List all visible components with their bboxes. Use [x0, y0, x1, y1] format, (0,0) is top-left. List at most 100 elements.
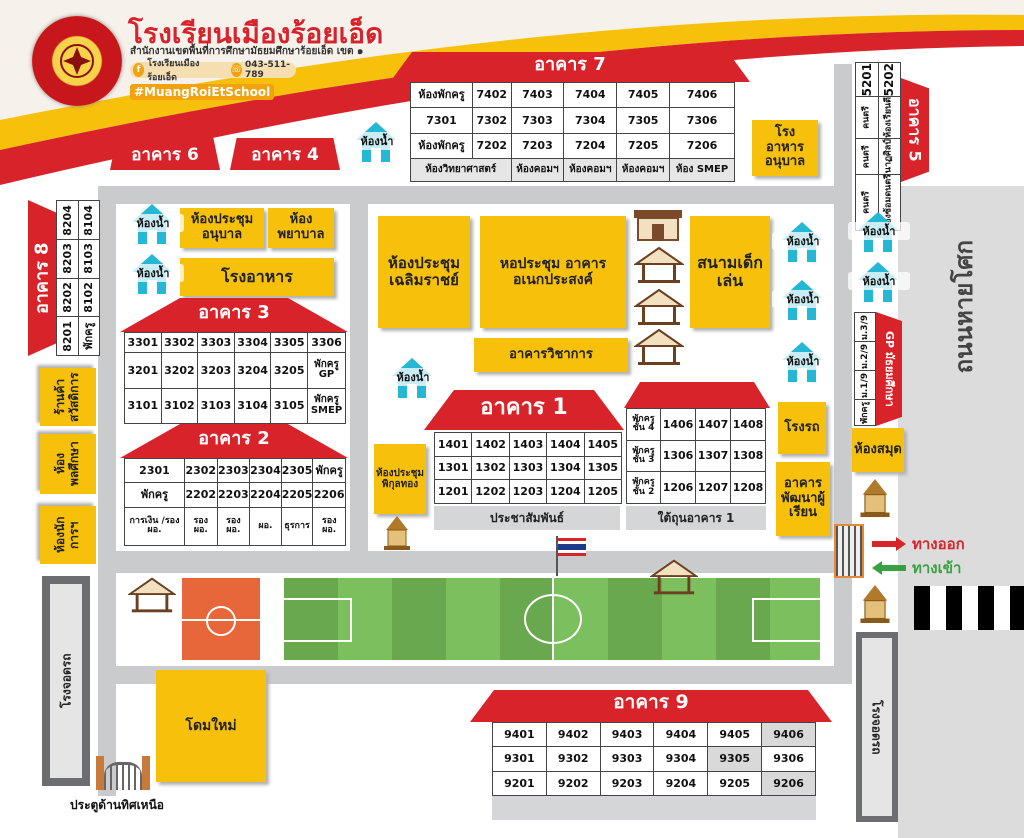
school-subtitle: สำนักงานเขตพื้นที่การศึกษามัธยมศึกษาร้อย…	[130, 46, 364, 57]
room-cell: 1206	[660, 471, 696, 504]
restroom-icon: ห้องน้ำ	[346, 120, 408, 164]
building-3-name: อาคาร 3	[198, 302, 270, 323]
room-cell: 7406	[669, 81, 735, 109]
library: ห้องสมุด	[852, 428, 904, 472]
room-cell: 3104	[233, 387, 272, 425]
road-center	[350, 186, 368, 572]
room-cell: 9406	[761, 721, 816, 748]
basketball-court	[180, 576, 262, 662]
room-cell: คนตรี	[855, 96, 878, 139]
room-cell: 9306	[761, 746, 816, 772]
flag-icon	[556, 536, 588, 586]
room-cell: 9201	[492, 770, 547, 797]
academic-building: อาคารวิชาการ	[474, 338, 628, 372]
shrine-icon	[384, 516, 410, 550]
room-cell: นาฏศิลป์	[878, 138, 901, 175]
chalermraj-meeting-room: ห้องประชุมเฉลิมราชย์	[378, 216, 470, 328]
north-gate-icon	[96, 752, 150, 790]
room-cell: ห้องคอมฯ	[510, 157, 565, 183]
learner-dev-building: อาคารพัฒนาผู้เรียน	[776, 462, 830, 536]
room-cell: พักครู ชั้น 4	[626, 408, 661, 441]
exit-label: ทางออก	[912, 535, 965, 553]
room-cell: 9203	[599, 770, 655, 797]
room-cell: 8103	[78, 239, 100, 278]
room-cell: 9205	[707, 770, 763, 797]
room-cell: 7203	[510, 132, 565, 159]
building-3-roof: อาคาร 3	[120, 298, 348, 332]
gp-office-rooms: ม.3/9 ม.2/9 ม.1/9 พักครู	[854, 312, 876, 426]
room-cell: พักครู	[124, 482, 185, 508]
pavilion-icon	[650, 559, 698, 595]
room-cell: 3301	[124, 331, 162, 354]
facebook-icon: f	[133, 63, 145, 77]
cafeteria: โรงอาหาร	[180, 258, 334, 296]
room-cell: ห้องวิทยาศาสตร์	[410, 157, 512, 183]
room-cell: 3204	[233, 352, 272, 389]
room-cell: 8102	[78, 278, 100, 317]
room-cell: 1307	[695, 439, 731, 473]
student-affairs-room: ห้องนักการฯ	[40, 506, 96, 564]
building-9-footer	[492, 796, 816, 820]
room-cell: 3203	[197, 352, 235, 389]
room-cell: 3303	[197, 331, 235, 354]
main-road	[898, 186, 1024, 838]
room-cell: 7303	[510, 107, 565, 134]
nurse-room: ห้องพยาบาล	[268, 208, 334, 248]
building-8-name: อาคาร 8	[28, 200, 56, 356]
room-cell: 8204	[56, 200, 78, 240]
restroom-icon: ห้องน้ำ	[772, 340, 834, 384]
room-cell: 1303	[508, 455, 548, 481]
parking-right: โรงจอดรถ	[856, 632, 898, 822]
playground: สนามเด็กเล่น	[690, 216, 770, 328]
kindergarten-cafeteria: โรงอาหารอนุบาล	[752, 120, 818, 176]
header-banner	[0, 0, 1024, 185]
room-cell: 7305	[616, 107, 671, 134]
shrine-icon	[860, 585, 890, 623]
building-1-roof: อาคาร 1	[424, 390, 624, 430]
kindergarten-meeting-room: ห้องประชุมอนุบาล	[180, 208, 264, 248]
room-cell: 7205	[616, 132, 671, 159]
room-cell: 9303	[599, 746, 655, 772]
building-6: อาคาร 6	[110, 138, 220, 170]
room-cell: 2303	[216, 457, 251, 484]
room-cell: 7306	[669, 107, 735, 134]
room-cell: พักครู	[854, 399, 876, 426]
room-cell: 2205	[280, 482, 314, 508]
road-name: ถนนหายโศก	[950, 240, 978, 374]
room-cell: ม.2/9	[854, 341, 876, 371]
restroom-icon: ห้องน้ำ	[772, 278, 834, 322]
welfare-shop: ร้านค้าสวัสดิการ	[40, 368, 96, 426]
facebook-label[interactable]: โรงเรียนเมืองร้อยเอ็ด	[147, 59, 200, 83]
restroom-icon: ห้องน้ำ	[848, 260, 910, 304]
school-seal-logo	[32, 16, 122, 106]
road-left	[98, 186, 116, 796]
room-cell: 7403	[510, 81, 565, 109]
room-cell: 1306	[660, 439, 696, 473]
room-cell: 3306	[307, 331, 346, 354]
hashtag: #MuangRoiEtSchool	[130, 84, 275, 100]
room-cell: 7404	[563, 81, 618, 109]
room-cell: 1301	[433, 455, 473, 481]
room-cell: 1401	[433, 432, 473, 457]
room-cell: 1308	[730, 439, 766, 473]
building-5-name: อาคาร 5	[901, 78, 929, 182]
room-cell: 8104	[78, 200, 100, 240]
room-cell: 9305	[707, 746, 763, 772]
room-cell: ผอ.	[249, 506, 282, 547]
room-cell: 7301	[410, 107, 473, 134]
shrine-icon	[860, 479, 890, 517]
room-cell: 9402	[545, 721, 601, 748]
room-cell: ห้องคอมฯ	[563, 157, 618, 183]
room-cell: 1205	[583, 479, 623, 504]
room-cell: 9404	[653, 721, 709, 748]
phikunthong-meeting-room: ห้องประชุมพิกุลทอง	[374, 444, 426, 514]
room-cell: ห้องเรียนตี	[878, 96, 901, 139]
building-7-roof: อาคาร 7	[390, 52, 750, 82]
room-cell: 3305	[270, 331, 308, 354]
entrance-arrow-icon	[872, 560, 906, 575]
room-cell: 7405	[616, 81, 671, 109]
room-cell: 9202	[545, 770, 601, 797]
room-cell: ห้องพักครู	[410, 132, 473, 159]
under-building-1: ใต้ถุนอาคาร 1	[626, 506, 766, 530]
